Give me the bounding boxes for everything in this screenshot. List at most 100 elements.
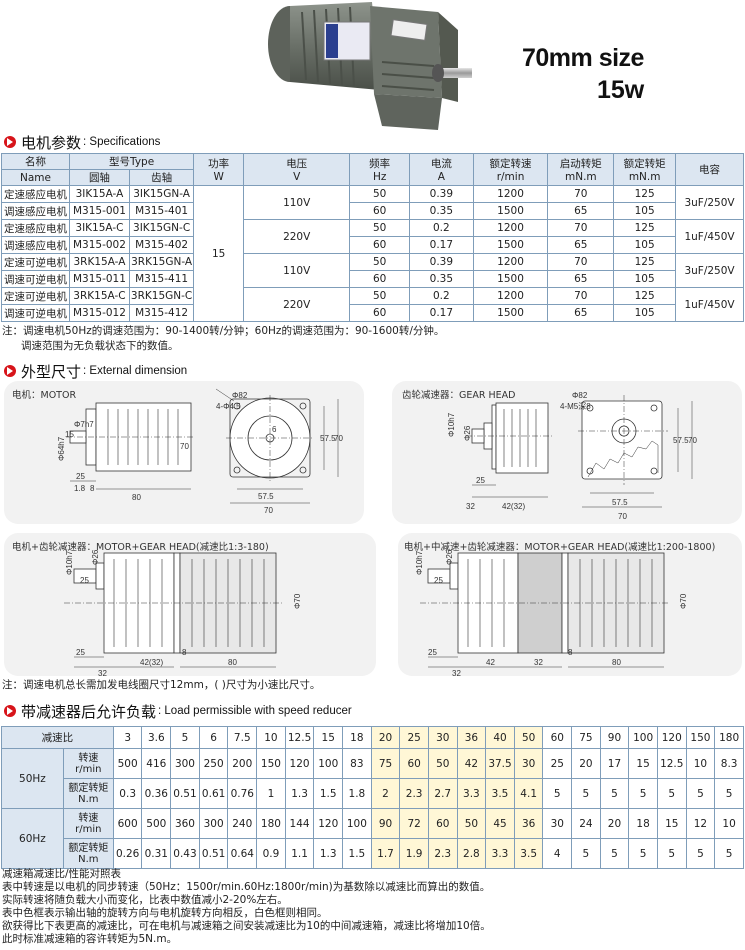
ratio-cell: 25 [399, 726, 429, 749]
label-l575-v: 57.5 [673, 436, 689, 445]
cell-rated-speed: 1200 [472, 253, 549, 271]
torque-cell: 1.9 [399, 838, 429, 869]
speed-cell: 240 [227, 808, 258, 839]
torque-cell: 5 [714, 838, 744, 869]
torque-cell: 0.3 [112, 778, 143, 809]
cell-name: 调速可逆电机 [1, 304, 70, 322]
cell-rated-speed: 1500 [472, 236, 549, 254]
speed-cell: 120 [284, 748, 315, 779]
speed-cell: 83 [342, 748, 372, 779]
cell-round-shaft: 3RK15A-A [68, 253, 130, 271]
speed-cell: 500 [112, 748, 143, 779]
speed-cell: 100 [342, 808, 372, 839]
speed-cell: 8.3 [714, 748, 744, 779]
cell-frequency: 60 [349, 270, 411, 288]
label-l25: 25 [434, 576, 443, 585]
speed-cell: 360 [170, 808, 200, 839]
speed-cell: 90 [370, 808, 401, 839]
torque-cell: 3.3 [456, 778, 487, 809]
ratio-cell: 36 [456, 726, 487, 749]
label-l32: 32 [452, 669, 461, 676]
speed-cell: 45 [485, 808, 515, 839]
torque-cell: 1.5 [342, 838, 372, 869]
torque-cell: 5 [685, 778, 716, 809]
cell-gear-shaft: 3RK15GN-A [128, 253, 195, 271]
ratio-cell: 5 [170, 726, 200, 749]
speed-cell: 150 [256, 748, 286, 779]
cell-rated-torque: 125 [613, 253, 677, 271]
torque-cell: 0.51 [198, 838, 229, 869]
panel-title-motor-gear: 电机+齿轮减速器：MOTOR+GEAR HEAD(减速比1:3-180) [12, 542, 269, 553]
label-l25: 25 [76, 472, 85, 481]
ratio-cell: 3.6 [141, 726, 172, 749]
label-l32: 32 [466, 502, 475, 511]
torque-cell: 3.5 [513, 838, 544, 869]
torque-cell: 1.3 [313, 838, 344, 869]
cell-start-torque: 65 [547, 202, 615, 220]
speed-cell: 120 [313, 808, 344, 839]
ratio-cell: 7.5 [227, 726, 258, 749]
torque-cell: 5 [628, 838, 658, 869]
speed-cell: 200 [227, 748, 258, 779]
cell-current: 0.39 [409, 253, 474, 271]
ratio-cell: 15 [313, 726, 344, 749]
label-l70-v: 70 [688, 436, 697, 445]
cell-rated-speed: 1200 [472, 219, 549, 237]
torque-cell: 0.51 [170, 778, 200, 809]
label-l25: 25 [80, 576, 89, 585]
cell-capacitor: 1uF/450V [675, 287, 744, 322]
label-l8: 8 [90, 484, 95, 493]
torque-cell: 1 [256, 778, 286, 809]
footnote-line: 实际转速将随负载大小而变化，比表中数值减小2-20%左右。 [2, 894, 288, 906]
ratio-cell: 20 [370, 726, 401, 749]
label-l32: 32 [98, 669, 107, 676]
torque-cell: 0.31 [141, 838, 172, 869]
torque-cell: 5 [571, 838, 601, 869]
torque-cell: 2.3 [427, 838, 458, 869]
ratio-cell: 3 [112, 726, 143, 749]
label-l25-b: 25 [76, 648, 85, 657]
label-l8: 8 [182, 648, 187, 657]
cell-current: 0.35 [409, 202, 474, 220]
label-l70-side: 70 [180, 442, 189, 451]
cell-start-torque: 65 [547, 304, 615, 322]
footnote-line: 减速箱减速比/性能对照表 [2, 868, 122, 880]
cell-rated-torque: 105 [613, 304, 677, 322]
label-l42-32: 42(32) [502, 502, 525, 511]
section-specifications: 电机参数 : Specifications [4, 132, 160, 152]
torque-cell: 0.26 [112, 838, 143, 869]
label-l70-v: 70 [334, 434, 343, 443]
torque-cell: 1.7 [370, 838, 401, 869]
label-d82: Φ82 [572, 391, 588, 400]
power-heading: 15w [597, 76, 645, 104]
speed-cell: 18 [628, 808, 658, 839]
cell-rated-torque: 125 [613, 287, 677, 305]
cell-rated-torque: 105 [613, 202, 677, 220]
torque-cell: 2 [370, 778, 401, 809]
footnote-line: 此时标准减速箱的容许转矩为5N.m。 [2, 933, 178, 945]
cell-current: 0.39 [409, 185, 474, 203]
speed-cell: 416 [141, 748, 172, 779]
torque-cell: 5 [685, 838, 716, 869]
spec-note-1: 注：调速电机50Hz的调速范围为：90-1400转/分钟；60Hz的调速范围为：… [2, 325, 445, 337]
label-l575: 57.5 [612, 498, 628, 507]
ratio-cell: 75 [571, 726, 601, 749]
speed-cell: 25 [542, 748, 573, 779]
speed-cell: 50 [427, 748, 458, 779]
cell-start-torque: 70 [547, 287, 615, 305]
cell-rated-speed: 1500 [472, 270, 549, 288]
label-l25-b: 25 [428, 648, 437, 657]
speed-cell: 60 [427, 808, 458, 839]
label-d64h7: Φ64h7 [57, 436, 66, 461]
